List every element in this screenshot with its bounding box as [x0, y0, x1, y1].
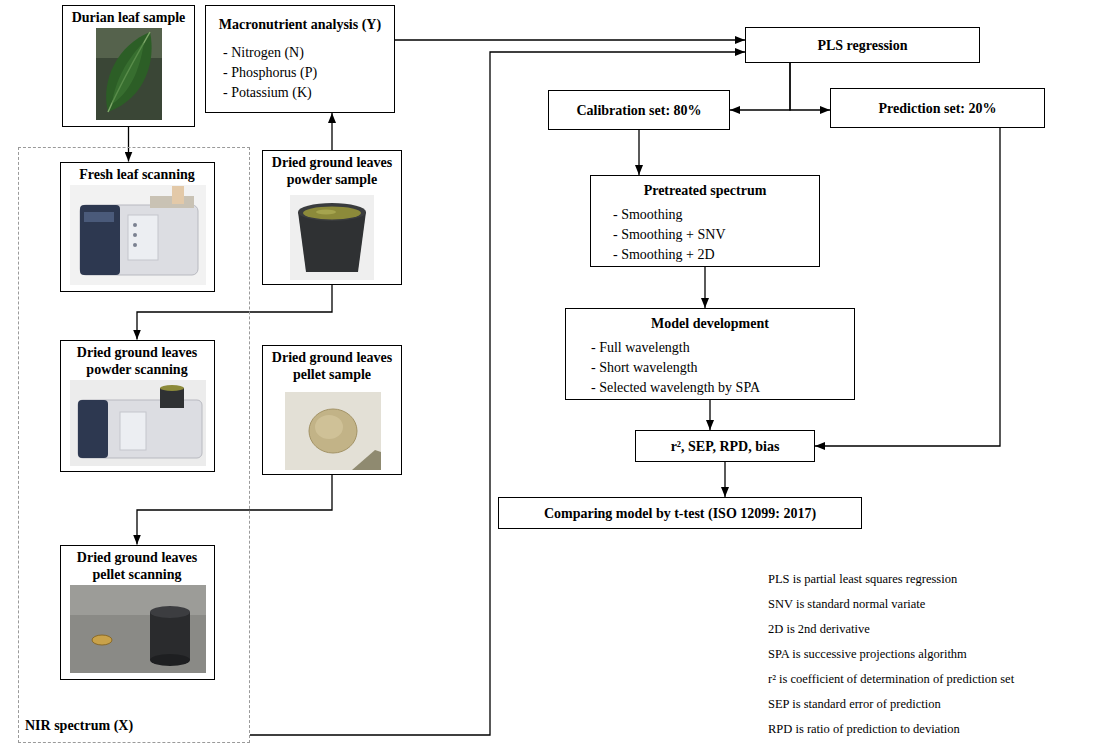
photo-box: Fresh leaf scanning: [60, 162, 215, 292]
arrow-connector: [815, 128, 1000, 446]
arrow-connector: [704, 267, 705, 308]
node-title: Dried ground leaves powder sample: [268, 154, 396, 188]
photo-box: Dried ground leaves pellet scanning: [60, 545, 215, 680]
powder-pot-photo: [290, 195, 374, 280]
photo-box: Dried ground leaves powder scanning: [60, 340, 215, 472]
node-title: r², SEP, RPD, bias: [641, 438, 809, 455]
node-title: Dried ground leaves pellet sample: [268, 349, 396, 383]
powder-scanning-photo: [70, 380, 206, 466]
arrow-connector: [638, 130, 639, 175]
list-item: - Smoothing: [596, 205, 814, 225]
photo-box: Dried ground leaves pellet sample: [262, 345, 402, 475]
list-item: - Phosphorus (P): [211, 63, 389, 83]
list-item: - Smoothing + SNV: [596, 225, 814, 245]
photo-box: Durian leaf sample: [62, 5, 195, 127]
note-text: RPD is ratio of prediction to deviation: [768, 722, 960, 737]
note-text: PLS is partial least squares regression: [768, 572, 957, 587]
process-box: r², SEP, RPD, bias: [635, 430, 815, 462]
process-box: Model development - Full wavelength- Shor…: [565, 308, 855, 400]
arrow-connector: [724, 462, 725, 497]
process-box: Prediction set: 20%: [830, 88, 1045, 128]
note-text: 2D is 2nd derivative: [768, 622, 870, 637]
arrow-connector: [395, 39, 745, 40]
node-title: Fresh leaf scanning: [66, 166, 209, 183]
node-title: Durian leaf sample: [68, 9, 189, 26]
process-box: Comparing model by t-test (ISO 12099: 20…: [498, 497, 862, 529]
node-title: Macronutrient analysis (Y): [211, 16, 389, 33]
process-box: Calibration set: 80%: [548, 90, 730, 130]
node-title: Dried ground leaves pellet scanning: [66, 549, 209, 583]
photo-box: Dried ground leaves powder sample: [262, 150, 402, 285]
list-item: - Full wavelength: [571, 338, 849, 358]
nir-instrument-photo: [70, 185, 206, 285]
list-item: - Nitrogen (N): [211, 43, 389, 63]
node-title: Comparing model by t-test (ISO 12099: 20…: [504, 505, 856, 522]
process-box: PLS regression: [745, 27, 980, 63]
arrow-connector: [790, 63, 830, 110]
pellet-photo: [285, 392, 381, 470]
list-item: - Selected wavelength by SPA: [571, 378, 849, 398]
pellet-scanning-photo: [70, 585, 206, 673]
node-title: Calibration set: 80%: [554, 102, 724, 119]
node-title: Prediction set: 20%: [836, 100, 1039, 117]
group-label: NIR spectrum (X): [25, 717, 133, 734]
process-box: Pretreated spectrum- Smoothing- Smoothin…: [590, 175, 820, 267]
node-title: PLS regression: [751, 37, 974, 54]
node-title: Dried ground leaves powder scanning: [66, 344, 209, 378]
arrow-connector: [709, 400, 710, 430]
arrow-connector: [128, 127, 129, 162]
process-box: Macronutrient analysis (Y) - Nitrogen (N)…: [205, 5, 395, 113]
note-text: r² is coefficient of determination of pr…: [768, 672, 1014, 687]
list-item: - Smoothing + 2D: [596, 245, 814, 265]
list-item: - Potassium (K): [211, 83, 389, 103]
arrow-connector: [137, 475, 332, 545]
arrow-connector: [730, 63, 790, 110]
leaf-photo: [96, 28, 162, 120]
arrow-connector: [137, 285, 332, 340]
node-title: Pretreated spectrum: [596, 182, 814, 199]
dashed-group: NIR spectrum (X) Fresh leaf scanningDried…: [18, 147, 250, 743]
list-item: - Short wavelength: [571, 358, 849, 378]
node-title: Model development: [571, 315, 849, 332]
note-text: SNV is standard normal variate: [768, 597, 925, 612]
note-text: SPA is successive projections algorithm: [768, 647, 967, 662]
arrow-connector: [331, 113, 332, 150]
note-text: SEP is standard error of prediction: [768, 697, 941, 712]
